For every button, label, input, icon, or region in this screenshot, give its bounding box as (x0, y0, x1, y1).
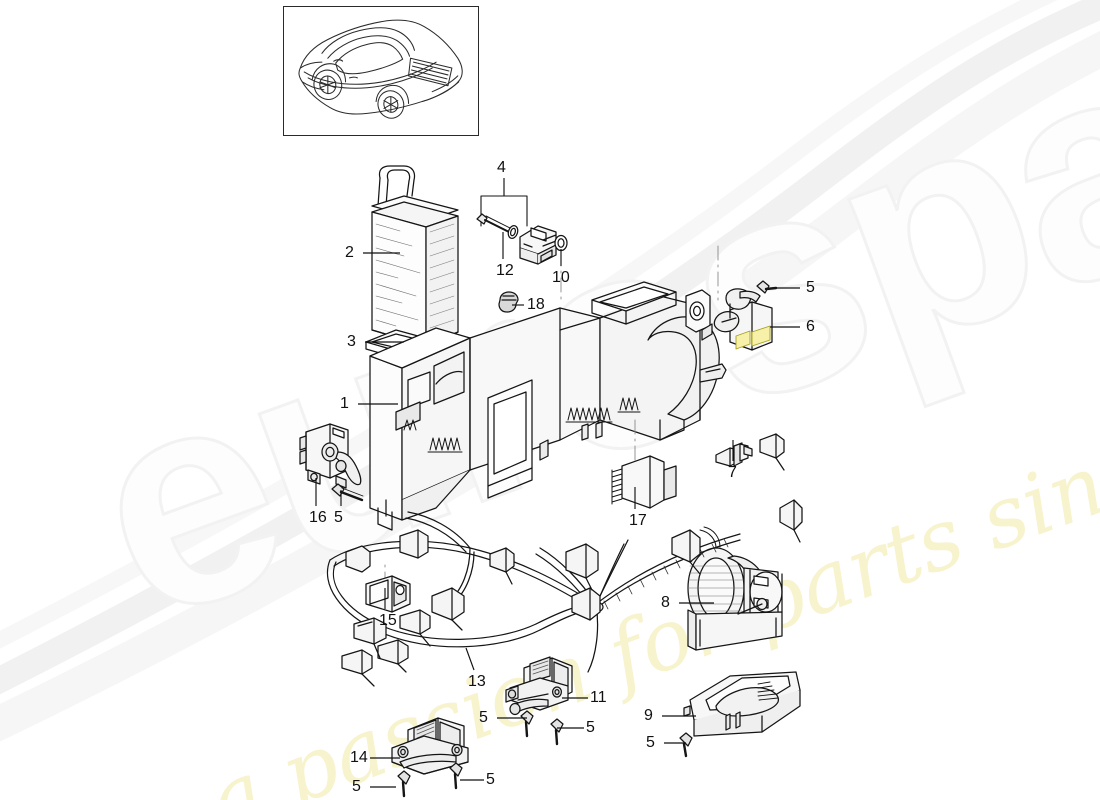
callout-number-16[interactable]: 16 (309, 509, 327, 526)
part-expansion-valve-assembly (476, 195, 557, 265)
part-o-ring (554, 234, 568, 252)
callout-number-6[interactable]: 6 (806, 318, 815, 335)
callout-number-13[interactable]: 13 (468, 673, 486, 690)
callout-number-5[interactable]: 5 (586, 719, 595, 736)
callout-number-5[interactable]: 5 (486, 771, 495, 788)
callout-number-14[interactable]: 14 (350, 749, 368, 766)
part-flap-actuator-upper (505, 656, 573, 746)
part-housing-assembly (315, 245, 727, 587)
part-blower-resistor (611, 455, 677, 509)
vehicle-thumbnail-box (283, 6, 479, 136)
callout-number-12[interactable]: 12 (496, 262, 514, 279)
watermark-swoosh-icon (0, 0, 1100, 695)
part-grommet (498, 291, 519, 313)
callout-leader-lines (315, 178, 800, 788)
callout-number-10[interactable]: 10 (552, 269, 570, 286)
part-harness-connectors (341, 433, 803, 687)
callout-number-15[interactable]: 15 (379, 612, 397, 629)
callout-number-5[interactable]: 5 (352, 778, 361, 795)
callout-number-7[interactable]: 7 (728, 464, 737, 481)
leader-line-13 (465, 647, 475, 671)
callout-number-5[interactable]: 5 (479, 709, 488, 726)
callout-number-5[interactable]: 5 (334, 509, 343, 526)
porsche-911-line-drawing-icon (298, 19, 463, 119)
callout-number-1[interactable]: 1 (340, 395, 349, 412)
part-temperature-sensor (715, 442, 753, 467)
callout-number-18[interactable]: 18 (527, 296, 545, 313)
callout-number-4[interactable]: 4 (497, 159, 506, 176)
callout-number-8[interactable]: 8 (661, 594, 670, 611)
callout-number-17[interactable]: 17 (629, 512, 647, 529)
callout-number-11[interactable]: 11 (590, 689, 607, 706)
callout-number-3[interactable]: 3 (347, 333, 356, 350)
callout-number-2[interactable]: 2 (345, 244, 354, 261)
part-ac-line-bracket (701, 280, 778, 351)
callout-number-5[interactable]: 5 (806, 279, 815, 296)
part-blower-cover (679, 671, 801, 758)
callout-number-9[interactable]: 9 (644, 707, 653, 724)
callout-number-5[interactable]: 5 (646, 734, 655, 751)
part-flap-actuator-lower (391, 717, 469, 798)
part-flap-actuator-left (299, 423, 364, 502)
